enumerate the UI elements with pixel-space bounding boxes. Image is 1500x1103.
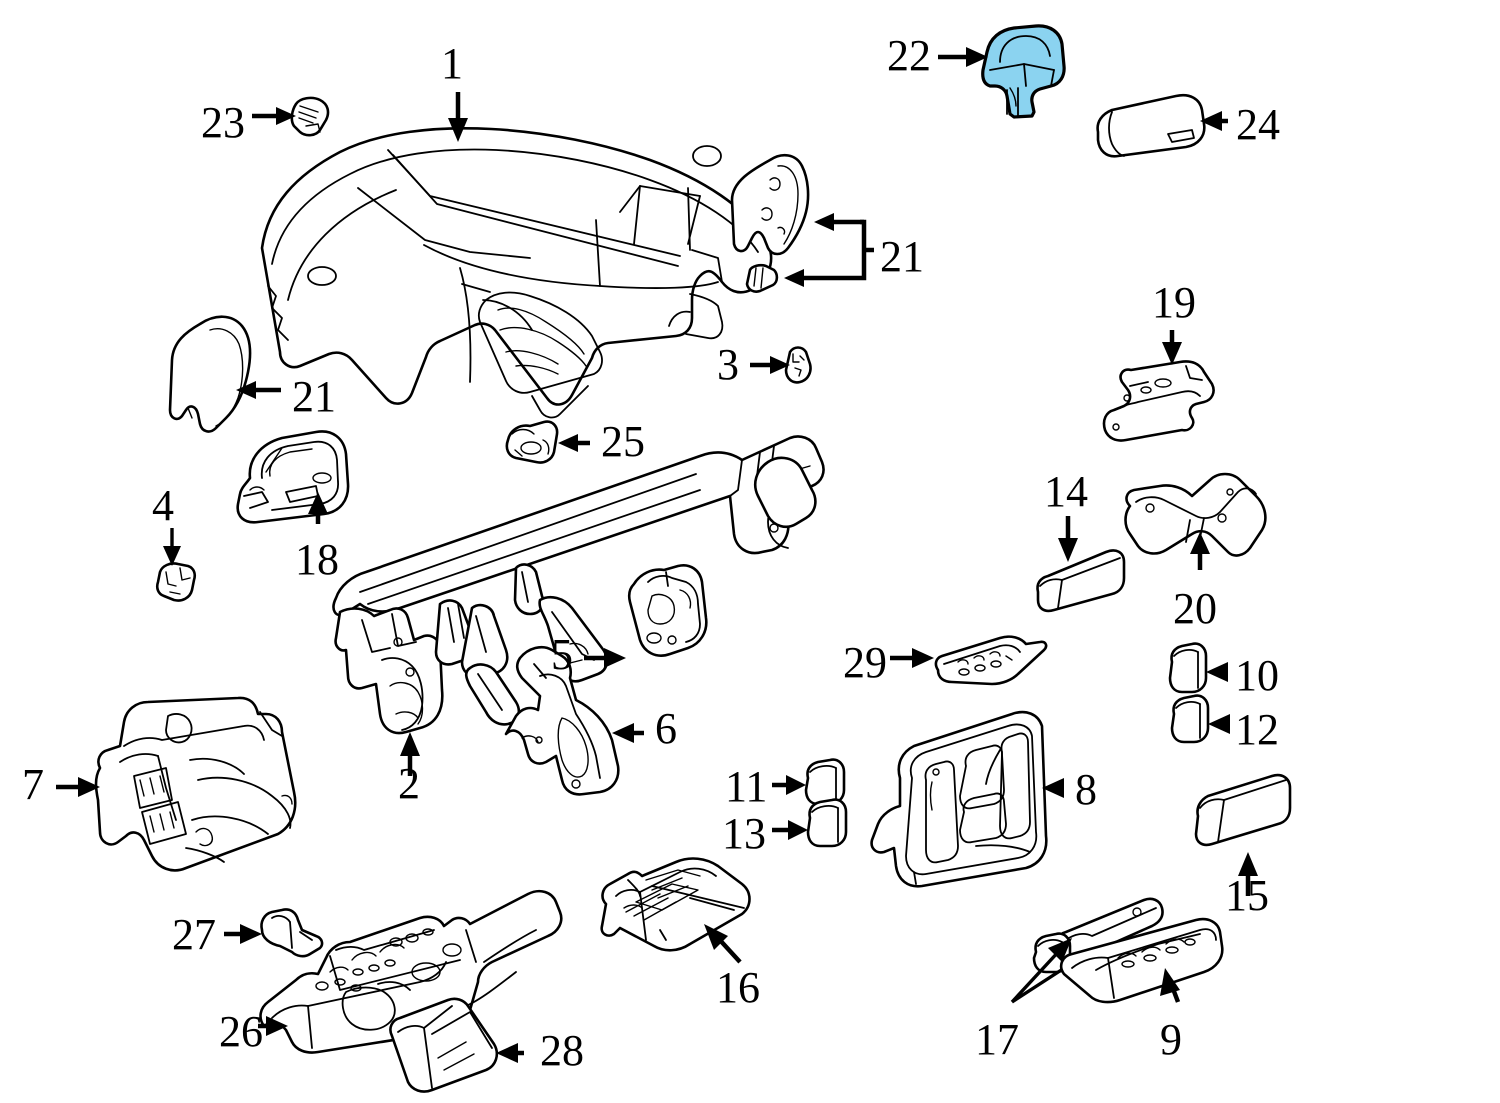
leader-8	[1042, 778, 1064, 798]
part-clip-21-small[interactable]	[745, 263, 779, 293]
part-switch-22-highlighted[interactable]	[981, 24, 1066, 119]
leader-13	[772, 820, 808, 840]
part-small-bracket-4[interactable]	[155, 562, 197, 602]
part-arm-rest-pad-24[interactable]	[1096, 93, 1206, 158]
leader-19	[1162, 330, 1182, 365]
leader-11	[772, 775, 806, 795]
part-trim-panel-9[interactable]	[1059, 917, 1224, 1004]
callout-label-14: 14	[1044, 467, 1088, 516]
leader-22	[938, 47, 988, 67]
part-glove-box-26[interactable]	[259, 889, 563, 1054]
callout-label-5: 5	[551, 630, 573, 679]
callout-label-19: 19	[1152, 278, 1196, 327]
leader-1	[448, 92, 468, 142]
part-latch-27[interactable]	[260, 908, 324, 958]
callout-label-18: 18	[295, 535, 339, 584]
leader-9	[1160, 968, 1181, 1003]
part-instrument-panel-main[interactable]	[260, 126, 773, 419]
leader-15	[1238, 852, 1258, 896]
leader-25	[558, 434, 590, 452]
callout-label-9: 9	[1160, 1015, 1182, 1064]
leader-29	[890, 648, 934, 668]
callout-label-11: 11	[725, 762, 768, 811]
part-support-bracket-5[interactable]	[627, 564, 708, 657]
part-clip-23[interactable]	[290, 96, 330, 137]
part-center-vent-grille-8[interactable]	[870, 710, 1048, 888]
part-end-cap-right-21[interactable]	[730, 153, 810, 256]
callout-label-17: 17	[975, 1015, 1019, 1064]
leader-23	[252, 107, 296, 125]
part-knee-bolster-7[interactable]	[94, 696, 297, 872]
part-bracket-25[interactable]	[505, 420, 559, 464]
callout-label-15: 15	[1225, 871, 1269, 920]
leader-24	[1200, 111, 1228, 131]
part-small-clip-3[interactable]	[784, 346, 812, 384]
leader-16	[704, 924, 742, 964]
part-side-vent-housing-18[interactable]	[236, 430, 350, 524]
callout-label-23: 23	[201, 98, 245, 147]
leader-28	[496, 1043, 524, 1063]
callout-label-22: 22	[887, 31, 931, 80]
part-cover-15[interactable]	[1194, 773, 1292, 847]
callout-label-28: 28	[540, 1026, 584, 1075]
leader-4	[163, 528, 181, 566]
leader-5	[584, 648, 626, 668]
part-reinforcement-19[interactable]	[1102, 360, 1215, 442]
leader-2	[400, 732, 420, 776]
callout-label-2: 2	[398, 759, 420, 808]
callout-label-25: 25	[601, 417, 645, 466]
leader-7	[56, 777, 100, 797]
leader-18	[308, 492, 328, 524]
callout-label-4: 4	[152, 481, 174, 530]
callout-label-26: 26	[219, 1007, 263, 1056]
part-trim-insert-29[interactable]	[934, 635, 1048, 686]
part-plug-10[interactable]	[1168, 642, 1208, 694]
callout-label-21-right: 21	[880, 232, 924, 281]
callout-label-24: 24	[1236, 100, 1280, 149]
callout-label-7: 7	[22, 760, 44, 809]
leader-20	[1190, 532, 1210, 570]
leader-6	[612, 723, 644, 743]
leader-21-right-bracket	[784, 213, 874, 287]
part-plug-13[interactable]	[806, 798, 848, 848]
part-side-vent-16[interactable]	[600, 857, 751, 952]
callout-label-1: 1	[441, 39, 463, 88]
part-plug-11[interactable]	[804, 758, 846, 806]
callout-label-27: 27	[172, 910, 216, 959]
callout-label-10: 10	[1235, 651, 1279, 700]
leader-14	[1058, 516, 1078, 562]
part-cup-holder-28[interactable]	[389, 997, 499, 1093]
leader-3	[750, 356, 790, 374]
callout-label-12: 12	[1235, 705, 1279, 754]
part-end-cap-left-21[interactable]	[168, 315, 252, 433]
callout-label-16: 16	[716, 963, 760, 1012]
part-plug-12[interactable]	[1170, 694, 1210, 744]
callout-label-3: 3	[717, 340, 739, 389]
callout-label-8: 8	[1075, 765, 1097, 814]
callout-label-13: 13	[722, 809, 766, 858]
callout-label-6: 6	[655, 704, 677, 753]
leader-12	[1208, 714, 1230, 734]
callout-label-29: 29	[843, 638, 887, 687]
callout-label-20: 20	[1173, 584, 1217, 633]
callout-label-21-left: 21	[292, 372, 336, 421]
leader-26	[258, 1016, 288, 1036]
part-crossbeam-2[interactable]	[332, 435, 825, 735]
part-support-bracket-6[interactable]	[504, 645, 620, 796]
leader-10	[1206, 662, 1228, 682]
part-pad-14[interactable]	[1036, 549, 1126, 613]
leader-21-left	[236, 381, 281, 399]
leader-27	[224, 924, 262, 944]
